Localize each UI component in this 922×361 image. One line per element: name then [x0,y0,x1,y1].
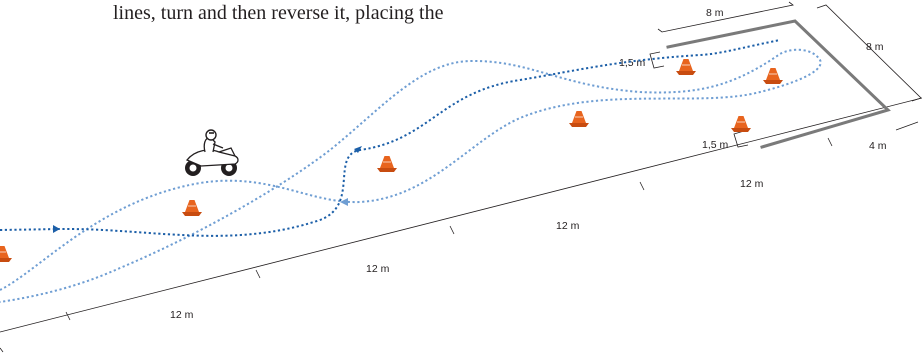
traffic-cone-icon [675,58,697,76]
gap-top-label: 1,5 m [619,57,646,69]
segment-label-4: 12 m [740,178,764,190]
caption-text: lines, turn and then reverse it, placing… [113,2,444,24]
route-return [0,48,822,303]
baseline [0,97,922,333]
direction-arrow-icon [354,146,362,153]
box-width-label: 8 m [706,7,724,19]
segment-label-1: 12 m [170,309,194,321]
turn-box [666,19,891,149]
direction-arrow-icon [340,198,348,206]
traffic-cone-icon [376,155,398,173]
traffic-cone-icon [0,245,13,263]
direction-arrow-icon [53,225,60,233]
traffic-cone-icon [181,199,203,217]
segment-label-2: 12 m [366,263,390,275]
edge-tick [0,347,4,353]
motorcycle-rider-icon [185,129,239,176]
box-depth-label: 8 m [866,41,884,53]
gap-bottom-label: 1,5 m [702,139,729,151]
traffic-cone-icon [568,110,590,128]
box-offset-label: 4 m [869,140,887,152]
segment-label-3: 12 m [556,220,580,232]
route-outbound [0,39,781,237]
traffic-cone-icon [730,115,752,133]
traffic-cone-icon [762,67,784,85]
